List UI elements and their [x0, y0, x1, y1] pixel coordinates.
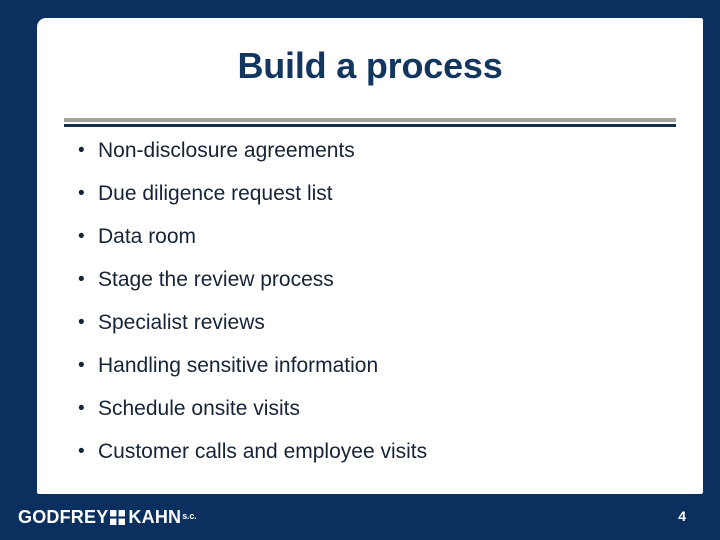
page-number: 4 — [678, 508, 686, 524]
bullet-point-icon: • — [78, 398, 85, 419]
list-item: • Schedule onsite visits — [68, 395, 688, 438]
list-item-label: Schedule onsite visits — [98, 397, 300, 420]
divider-rule-tan — [64, 118, 676, 122]
list-item: • Due diligence request list — [68, 180, 688, 223]
bullet-point-icon: • — [78, 312, 85, 333]
list-item-label: Non-disclosure agreements — [98, 139, 355, 162]
list-item-label: Specialist reviews — [98, 311, 265, 334]
list-item: • Specialist reviews — [68, 309, 688, 352]
list-item: • Data room — [68, 223, 688, 266]
page-title: Build a process — [237, 45, 503, 86]
bullet-point-icon: • — [78, 441, 85, 462]
slide-content-panel: Build a process • Non-disclosure agreeme… — [37, 18, 703, 494]
list-item-label: Data room — [98, 225, 197, 248]
list-item: • Stage the review process — [68, 266, 688, 309]
bullet-point-icon: • — [78, 183, 85, 204]
list-item-label: Due diligence request list — [98, 182, 333, 205]
list-item-label: Customer calls and employee visits — [98, 440, 428, 463]
list-item-label: Handling sensitive information — [98, 354, 379, 377]
list-item: • Customer calls and employee visits — [68, 438, 688, 481]
bullet-point-icon: • — [78, 355, 85, 376]
company-logo: GODFREY KAHN s.c. — [18, 506, 197, 527]
list-item-label: Stage the review process — [98, 268, 334, 291]
divider-rule-navy — [64, 124, 676, 127]
logo-word-kahn: KAHN — [128, 506, 182, 527]
title-divider — [64, 101, 676, 127]
list-item: • Handling sensitive information — [68, 352, 688, 395]
bullet-point-icon: • — [78, 140, 85, 161]
bullet-point-icon: • — [78, 269, 85, 290]
bullet-list: • Non-disclosure agreements • Due dilige… — [68, 137, 688, 481]
list-item: • Non-disclosure agreements — [68, 137, 688, 180]
grid-square-icon — [110, 510, 126, 525]
logo-suffix: s.c. — [182, 511, 197, 521]
bullet-point-icon: • — [78, 226, 85, 247]
logo-word-godfrey: GODFREY — [18, 506, 109, 527]
